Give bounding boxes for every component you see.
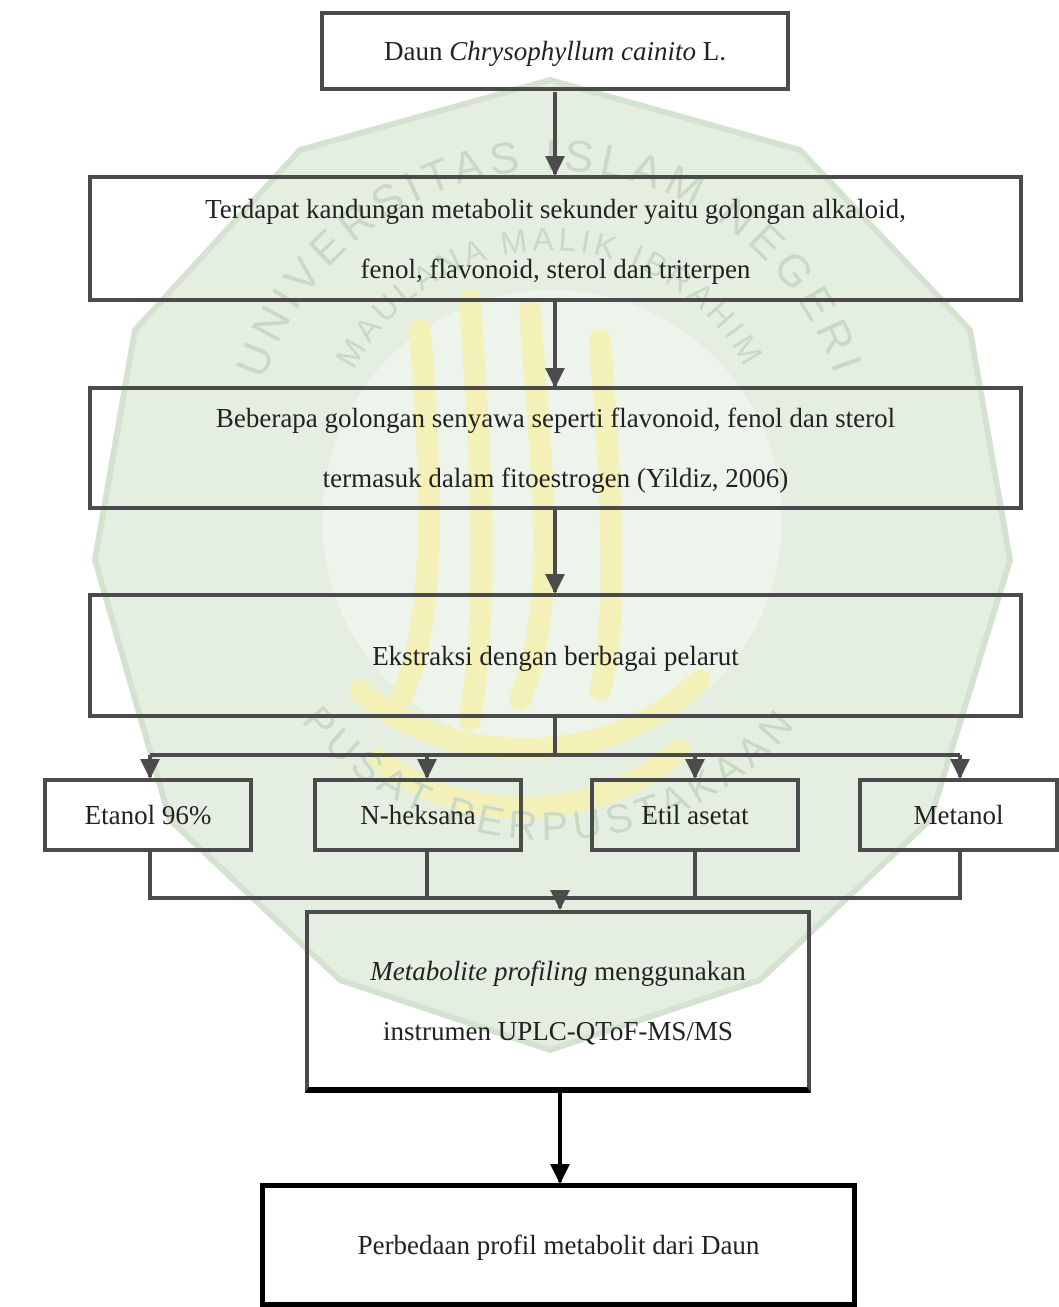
- solvent-label: Etil asetat: [641, 800, 749, 830]
- node-profiling-line2: instrumen UPLC-QToF-MS/MS: [383, 1015, 733, 1046]
- node-source-suffix: L.: [695, 36, 726, 66]
- solvent-label: N-heksana: [360, 800, 476, 830]
- solvent-label: Etanol 96%: [84, 800, 212, 830]
- node-solvent-etanol: Etanol 96%: [43, 778, 253, 852]
- node-phyto-line2: termasuk dalam fitoestrogen (Yildiz, 200…: [322, 463, 789, 493]
- node-result: Perbedaan profil metabolit dari Daun: [260, 1183, 857, 1307]
- node-source-species: Chrysophyllum cainito: [449, 36, 696, 66]
- node-content-line1: Terdapat kandungan metabolit sekunder ya…: [205, 193, 906, 224]
- node-content-line2: fenol, flavonoid, sterol dan triterpen: [360, 253, 751, 284]
- node-solvent-metanol: Metanol: [858, 778, 1059, 852]
- node-profiling-line1-rest: menggunakan: [587, 955, 746, 986]
- node-solvent-nheksana: N-heksana: [313, 778, 523, 852]
- node-source-prefix: Daun: [384, 36, 450, 66]
- node-phyto: Beberapa golongan senyawa seperti flavon…: [88, 386, 1023, 510]
- solvent-label: Metanol: [913, 800, 1004, 830]
- node-solvent-etilasetat: Etil asetat: [590, 778, 800, 852]
- node-profiling-term: Metabolite profiling: [370, 955, 588, 986]
- node-result-line1: Perbedaan profil metabolit dari Daun: [357, 1230, 760, 1260]
- node-extraction: Ekstraksi dengan berbagai pelarut: [88, 593, 1023, 718]
- node-content: Terdapat kandungan metabolit sekunder ya…: [88, 175, 1023, 302]
- node-profiling: Metabolite profiling menggunakan instrum…: [305, 910, 811, 1093]
- node-source: Daun Chrysophyllum cainito L.: [320, 11, 790, 91]
- node-extraction-label: Ekstraksi dengan berbagai pelarut: [372, 640, 739, 671]
- node-phyto-line1: Beberapa golongan senyawa seperti flavon…: [215, 403, 896, 433]
